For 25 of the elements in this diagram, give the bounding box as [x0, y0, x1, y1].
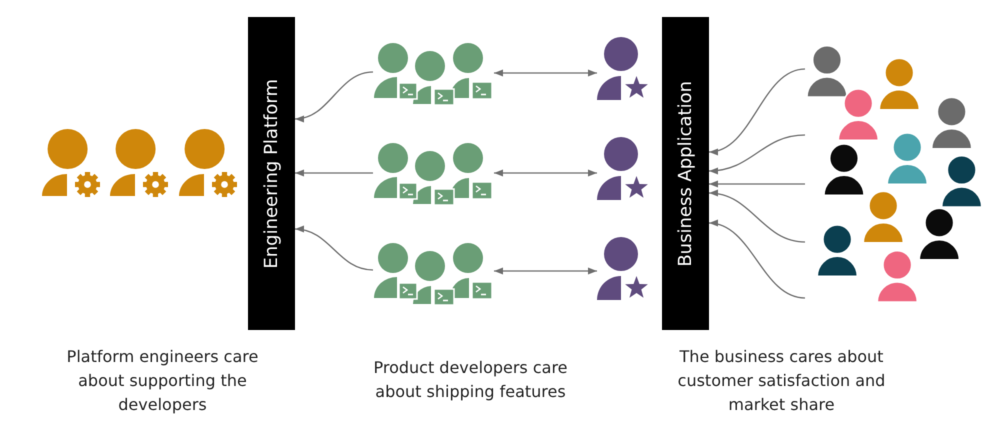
curved-arrow — [708, 134, 806, 174]
double-arrow — [494, 70, 597, 76]
curved-arrow — [708, 190, 806, 243]
vertical-banner — [248, 17, 295, 330]
caption-text: Product developers care about shipping features — [372, 357, 569, 403]
curved-arrow — [708, 68, 806, 154]
person-star-icon — [597, 237, 649, 301]
banner-text: Business Application — [674, 80, 696, 266]
person-star-icon — [597, 37, 649, 101]
people-terminal-icon — [373, 240, 494, 306]
double-arrow — [494, 170, 597, 176]
banner-text: Engineering Platform — [260, 78, 282, 268]
double-arrow — [494, 268, 597, 274]
curved-arrow — [294, 226, 374, 271]
people-terminal-icon — [373, 140, 494, 206]
people-terminal-icon — [373, 40, 494, 106]
curved-arrow — [708, 220, 806, 299]
person-star-icon — [597, 137, 649, 201]
arrow — [295, 170, 373, 176]
curved-arrow — [294, 71, 374, 122]
vertical-banner — [662, 17, 709, 330]
caption-text: The business cares about customer satisfaction and market share — [676, 346, 886, 416]
caption-text: Platform engineers care about supporting the developers — [66, 346, 260, 416]
people-crowd-icon — [805, 44, 983, 303]
arrow — [709, 180, 805, 188]
